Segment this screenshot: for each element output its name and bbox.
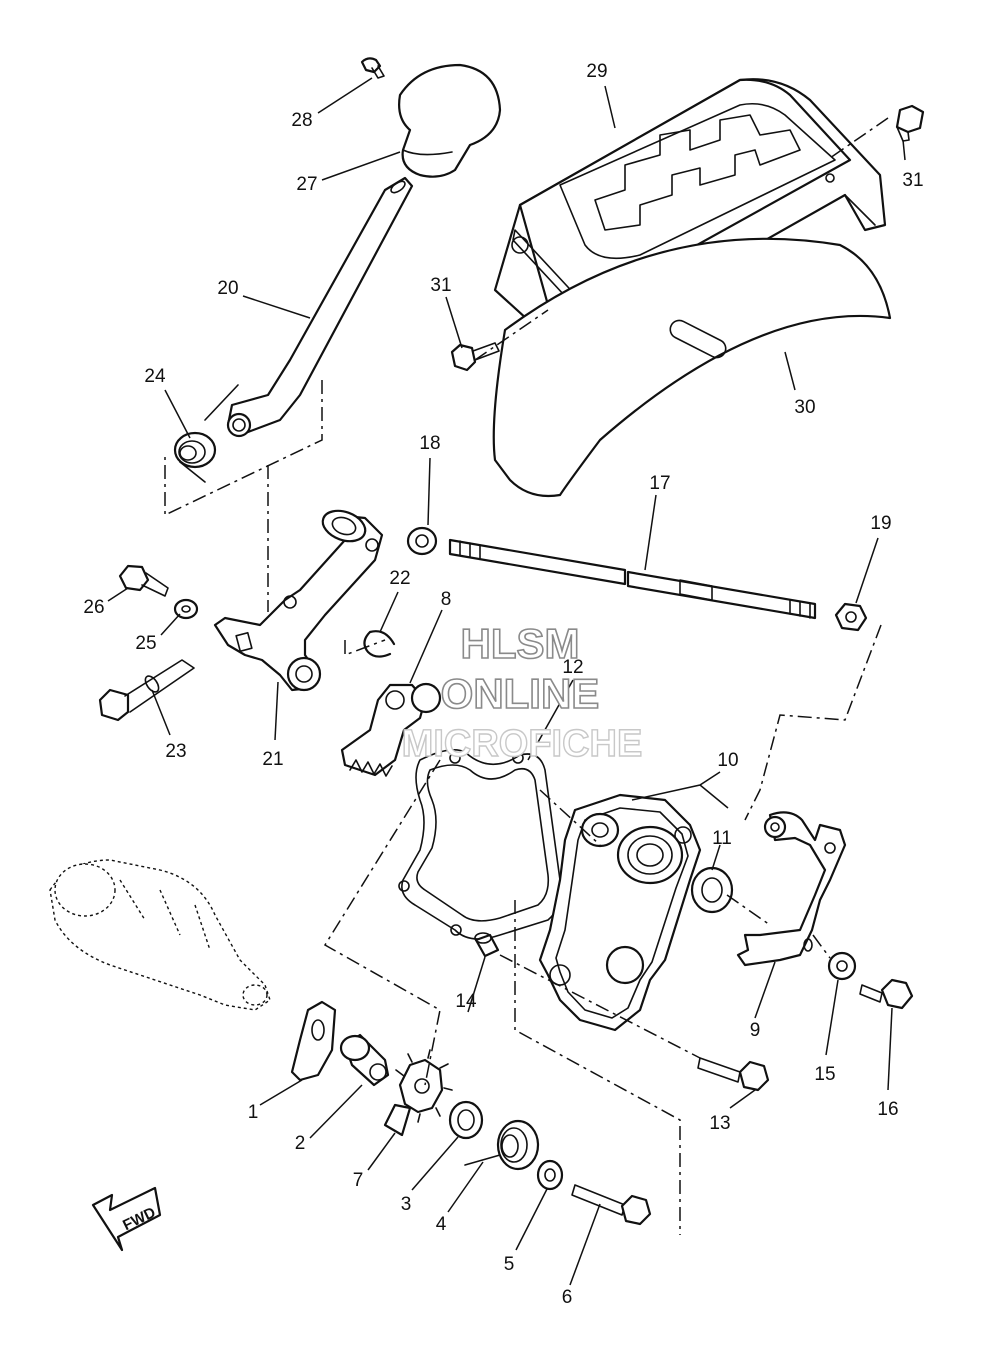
callout-26: 26	[83, 597, 104, 618]
callout-31-upper: 31	[902, 170, 923, 191]
callout-3: 3	[401, 1194, 412, 1215]
callout-11: 11	[712, 828, 732, 849]
leader-lines	[107, 77, 906, 1286]
bolt-part-31-upper	[895, 104, 925, 142]
bolt-part-16	[859, 978, 914, 1010]
nut-part-19	[834, 602, 868, 632]
callout-30: 30	[794, 397, 815, 418]
alignment-lines	[164, 117, 889, 1235]
callout-2: 2	[295, 1133, 306, 1154]
lower-cover-part-30	[492, 237, 892, 498]
spring-part-24	[173, 384, 239, 483]
bolt-part-6	[571, 1184, 652, 1226]
callout-18: 18	[419, 433, 440, 454]
bolt-part-13	[697, 1057, 770, 1092]
callout-29: 29	[586, 61, 607, 82]
collar-part-2	[339, 1033, 390, 1087]
callout-16: 16	[877, 1099, 898, 1120]
callout-28: 28	[291, 110, 312, 131]
callout-21: 21	[262, 749, 283, 770]
gasket-part-12	[398, 749, 562, 940]
callout-25: 25	[135, 633, 156, 654]
callout-15: 15	[814, 1064, 835, 1085]
callout-10: 10	[717, 750, 738, 771]
callout-1: 1	[248, 1102, 259, 1123]
bolt-part-23	[98, 659, 195, 722]
washer-part-15	[827, 951, 857, 981]
shift-segment-part-8	[340, 682, 442, 777]
callout-9: 9	[750, 1020, 761, 1041]
callout-23: 23	[165, 741, 186, 762]
callout-8: 8	[441, 589, 452, 610]
callout-27: 27	[296, 174, 317, 195]
forward-direction-arrow-icon: FWD	[91, 1186, 162, 1252]
callout-7: 7	[353, 1170, 364, 1191]
callout-31-lower: 31	[430, 275, 451, 296]
spring-part-4	[464, 1119, 540, 1171]
callout-17: 17	[649, 473, 670, 494]
washer-part-5	[536, 1159, 564, 1191]
watermark-line-1: HLSM	[461, 620, 580, 667]
callout-numbers: 1 2 3 4 5 6 7 8 9 10 11 12 13 14 15 16 1…	[83, 61, 923, 1308]
dowel-pin-part-14	[474, 932, 500, 958]
collar-part-18	[406, 526, 438, 556]
shift-lever-part-20	[226, 176, 414, 438]
shift-arm-part-21	[213, 509, 384, 692]
shift-shaft-part-17	[448, 538, 817, 620]
watermark: HLSM ONLINE MICROFICHE	[401, 619, 643, 766]
shift-bracket-part-9	[736, 811, 847, 967]
callout-6: 6	[562, 1287, 573, 1308]
stopper-part-7	[383, 1049, 453, 1137]
callout-20: 20	[217, 278, 238, 299]
shift-guide-part-1	[290, 1000, 337, 1082]
washer-part-25	[173, 598, 199, 620]
screw-part-28	[360, 57, 385, 79]
oil-seal-part-11	[690, 866, 734, 914]
watermark-line-2: ONLINE	[441, 670, 600, 717]
clip-part-22	[363, 630, 396, 658]
callout-5: 5	[504, 1254, 515, 1275]
callout-24: 24	[144, 366, 166, 387]
bolt-part-31-lower	[450, 342, 500, 372]
washer-part-3	[448, 1100, 484, 1140]
callout-22: 22	[389, 568, 410, 589]
watermark-line-3: MICROFICHE	[402, 723, 643, 765]
callout-19: 19	[870, 513, 891, 534]
callout-4: 4	[436, 1214, 447, 1235]
callout-14: 14	[455, 991, 477, 1012]
callout-12: 12	[562, 657, 583, 678]
bolt-part-26	[118, 564, 169, 597]
shift-drum-reference	[49, 859, 271, 1011]
callout-13: 13	[709, 1113, 730, 1134]
shift-housing-part-10	[538, 793, 702, 1032]
shift-knob-part-27	[398, 63, 502, 178]
